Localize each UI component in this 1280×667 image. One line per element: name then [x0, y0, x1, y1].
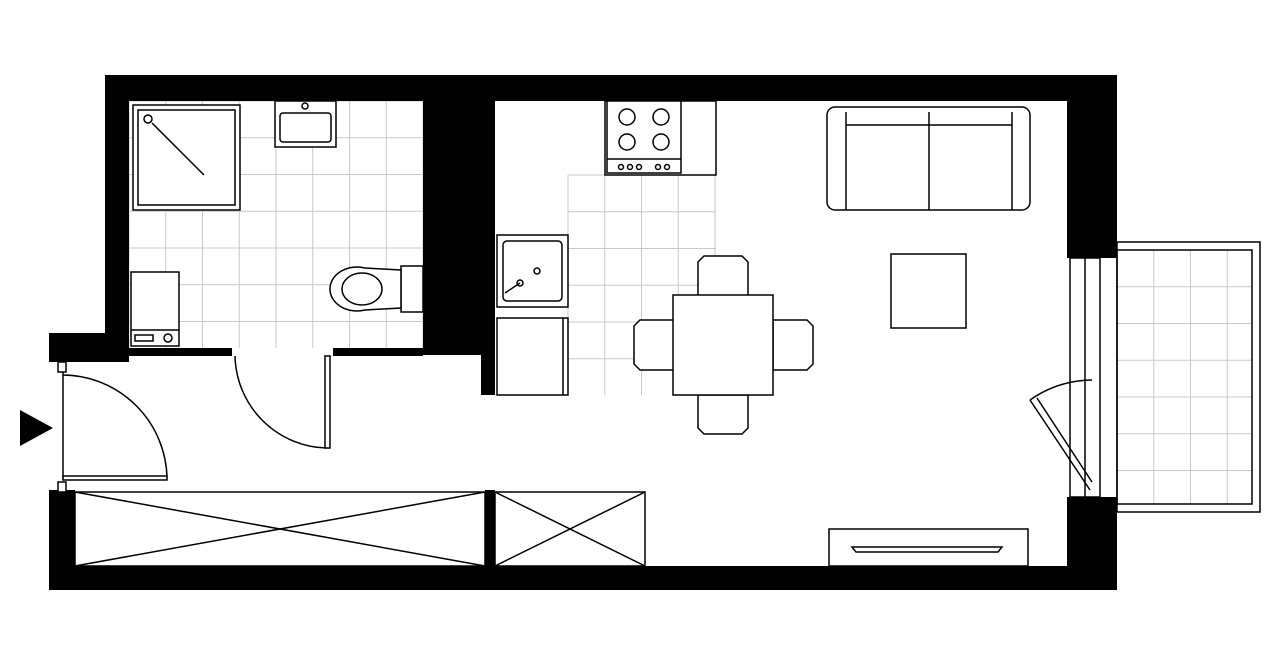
entrance-arrow-icon — [20, 410, 53, 446]
sofa — [826, 106, 1031, 211]
fridge — [496, 317, 569, 396]
wall-storage — [485, 490, 495, 566]
kitchen-sink — [496, 234, 569, 308]
stove — [606, 100, 682, 174]
tv-stand — [828, 528, 1029, 567]
walls — [49, 75, 1117, 590]
dining-table — [672, 294, 774, 396]
washing-machine — [130, 271, 180, 347]
balcony-door[interactable] — [1029, 379, 1093, 491]
closet-hall — [74, 491, 486, 567]
entrance-door[interactable] — [57, 361, 168, 493]
wall-bath-bottom-left — [129, 348, 232, 356]
wall-bottom — [49, 566, 1117, 590]
balcony-window — [1069, 257, 1101, 498]
bathroom-door[interactable] — [234, 355, 331, 449]
coffee-table — [890, 253, 967, 329]
wall-top — [105, 75, 1117, 101]
toilet — [329, 265, 424, 313]
wall-bathroom-left — [105, 75, 129, 362]
wall-entrance-upper — [49, 333, 129, 362]
wall-kitchen-stub — [481, 350, 495, 395]
bathroom-sink — [274, 100, 337, 148]
balcony — [1116, 241, 1261, 513]
wall-bath-bottom-right — [333, 348, 423, 356]
wall-bath-kitchen — [423, 75, 495, 355]
dining-set — [633, 255, 814, 435]
wall-right-upper — [1067, 75, 1117, 258]
wall-right-lower — [1067, 497, 1117, 590]
balcony-tile-grid — [1116, 249, 1252, 504]
closet-kitchen — [494, 491, 646, 567]
shower — [132, 104, 241, 211]
